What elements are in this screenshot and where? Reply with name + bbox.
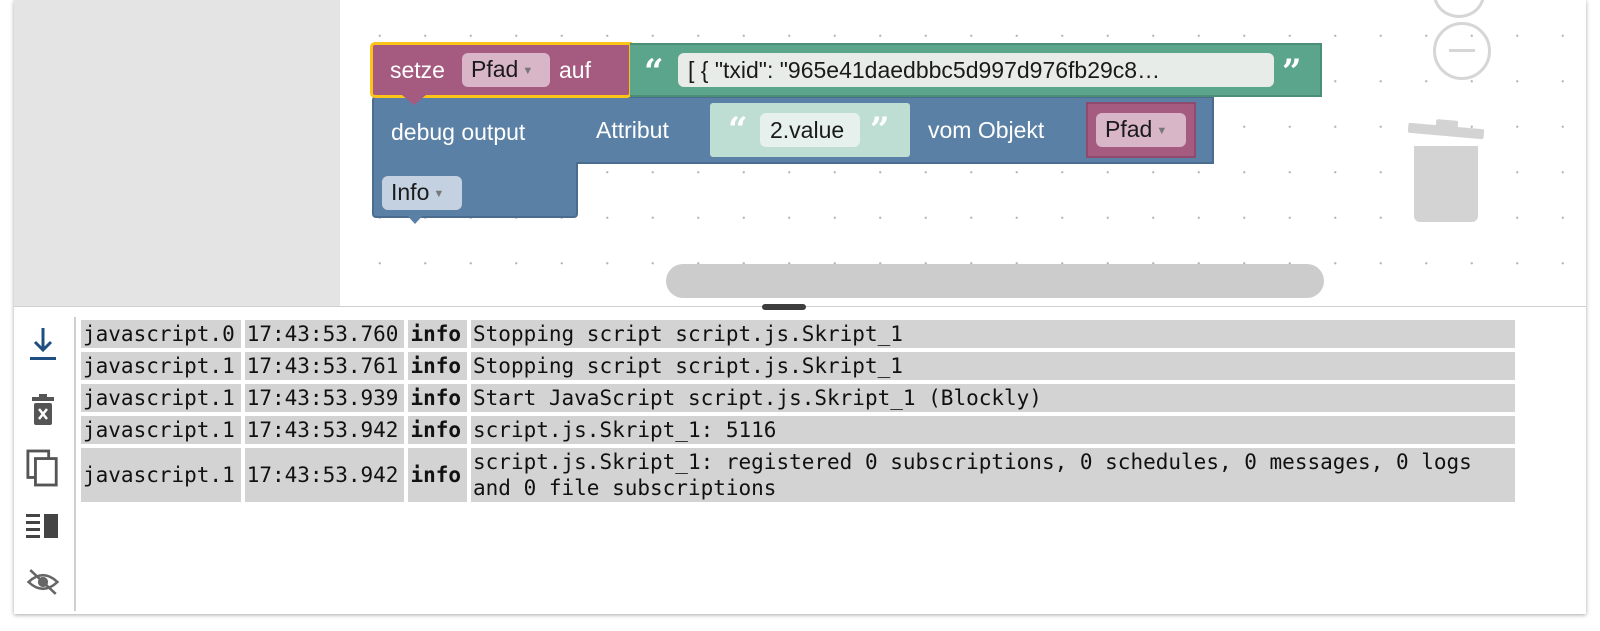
attribute-text-block[interactable]: “ 2.value ” xyxy=(710,103,910,157)
log-level: info xyxy=(408,352,468,380)
log-level: info xyxy=(408,384,468,412)
log-message: script.js.Skript_1: 5116 xyxy=(471,416,1516,444)
debug-level-dropdown[interactable]: Info▼ xyxy=(382,176,462,210)
scroll-to-bottom-icon[interactable] xyxy=(26,327,60,361)
object-variable-dropdown[interactable]: Pfad▼ xyxy=(1096,113,1186,147)
of-object-label: vom Objekt xyxy=(928,117,1045,143)
log-table: javascript.0 17:43:53.760 info Stopping … xyxy=(77,316,1519,506)
debug-output-label: debug output xyxy=(391,119,526,145)
log-level: info xyxy=(408,320,468,348)
block-previous-connection xyxy=(402,95,426,105)
clear-log-icon[interactable] xyxy=(26,393,60,427)
open-quote-icon: “ xyxy=(644,52,664,92)
log-time: 17:43:53.761 xyxy=(244,352,405,380)
log-message: Stopping script script.js.Skript_1 xyxy=(471,320,1516,348)
workspace-horizontal-scrollbar[interactable] xyxy=(666,264,1324,298)
text-value-field[interactable]: [ { "txid": "965e41daedbbc5d997d976fb29c… xyxy=(678,53,1274,87)
block-next-connection xyxy=(404,212,426,224)
log-message: Stopping script script.js.Skript_1 xyxy=(471,352,1516,380)
chevron-down-icon: ▼ xyxy=(433,187,445,200)
log-message: Start JavaScript script.js.Skript_1 (Blo… xyxy=(471,384,1516,412)
close-quote-icon: ” xyxy=(870,110,890,150)
log-time: 17:43:53.942 xyxy=(244,416,405,444)
variable-dropdown[interactable]: Pfad▼ xyxy=(462,53,550,87)
app-frame: debug output Info▼ Attribut “ 2.value ” … xyxy=(14,0,1586,614)
log-row: javascript.1 17:43:53.939 info Start Jav… xyxy=(81,384,1516,412)
log-time: 17:43:53.760 xyxy=(244,320,405,348)
log-level: info xyxy=(408,416,468,444)
trash-icon[interactable] xyxy=(1407,119,1486,224)
open-quote-icon: “ xyxy=(728,110,748,150)
log-source: javascript.1 xyxy=(81,416,241,444)
log-time: 17:43:53.942 xyxy=(244,448,405,502)
blockly-workspace[interactable]: debug output Info▼ Attribut “ 2.value ” … xyxy=(340,0,1586,306)
log-row: javascript.1 17:43:53.942 info script.js… xyxy=(81,416,1516,444)
text-value-block[interactable]: “ [ { "txid": "965e41daedbbc5d997d976fb2… xyxy=(630,43,1322,97)
log-time: 17:43:53.939 xyxy=(244,384,405,412)
log-source: javascript.1 xyxy=(81,352,241,380)
zoom-in-icon[interactable] xyxy=(1433,0,1485,18)
panel-resize-handle[interactable] xyxy=(762,304,806,310)
to-label: auf xyxy=(559,57,591,83)
attribute-of-object-block[interactable]: Attribut “ 2.value ” vom Objekt Pfad▼ xyxy=(578,98,1212,162)
blockly-toolbox xyxy=(14,0,340,306)
log-row: javascript.0 17:43:53.760 info Stopping … xyxy=(81,320,1516,348)
log-panel: javascript.0 17:43:53.760 info Stopping … xyxy=(14,306,1586,614)
log-message: script.js.Skript_1: registered 0 subscri… xyxy=(471,448,1516,502)
hide-columns-icon[interactable] xyxy=(26,509,60,543)
log-source: javascript.0 xyxy=(81,320,241,348)
set-variable-block[interactable]: setze Pfad▼ auf xyxy=(370,42,632,98)
visibility-off-icon[interactable] xyxy=(26,565,60,599)
log-level: info xyxy=(408,448,468,502)
log-row: javascript.1 17:43:53.942 info script.js… xyxy=(81,448,1516,502)
log-source: javascript.1 xyxy=(81,384,241,412)
debug-output-block[interactable]: debug output Info▼ xyxy=(372,96,578,218)
set-keyword-label: setze xyxy=(390,57,445,83)
log-toolbar xyxy=(14,317,76,611)
close-quote-icon: ” xyxy=(1282,52,1302,92)
zoom-out-icon[interactable] xyxy=(1433,22,1491,80)
chevron-down-icon: ▼ xyxy=(522,64,534,77)
object-variable-block[interactable]: Pfad▼ xyxy=(1086,102,1196,158)
attribute-value-field[interactable]: 2.value xyxy=(760,113,860,147)
attribute-label: Attribut xyxy=(596,117,669,143)
log-row: javascript.1 17:43:53.761 info Stopping … xyxy=(81,352,1516,380)
log-source: javascript.1 xyxy=(81,448,241,502)
copy-icon[interactable] xyxy=(26,449,60,487)
chevron-down-icon: ▼ xyxy=(1156,124,1168,137)
